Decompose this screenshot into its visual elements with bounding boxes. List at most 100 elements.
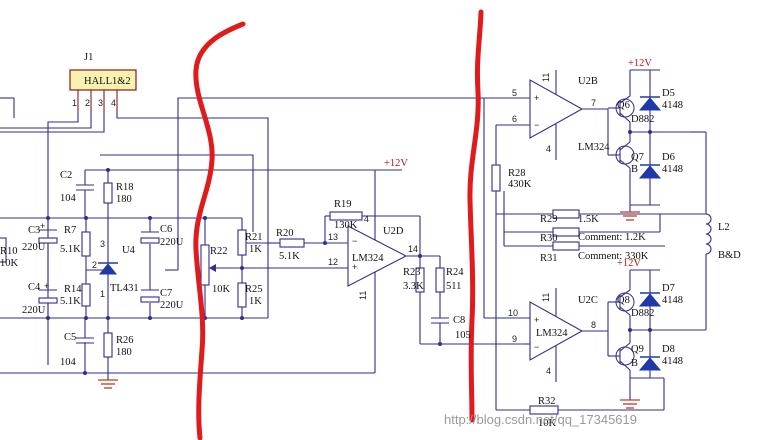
diode-d5 [638, 70, 662, 132]
c4-value: 220U [22, 305, 46, 316]
r30-value: Comment: 1.2K [578, 232, 646, 243]
d6-value: 4148 [662, 164, 683, 175]
connector-j1-body [69, 69, 137, 91]
red-divider-right [467, 9, 484, 423]
capacitor-c7 [140, 289, 160, 303]
d8-value: 4148 [662, 356, 683, 367]
u2b-pin-11: 11 [541, 73, 551, 82]
capacitor-c2 [76, 184, 94, 191]
u2b-pin-7: 7 [591, 98, 596, 108]
d7-ref: D7 [662, 283, 675, 294]
q8-ref: Q8 [617, 295, 630, 306]
u2d-pin-14: 14 [408, 244, 418, 254]
u2d-ref: U2D [383, 226, 404, 237]
u2b-pin-5: 5 [512, 88, 517, 98]
r30-ref: R30 [540, 233, 558, 244]
ground-symbol-top-right [620, 205, 640, 221]
r29-value: 1.5K [578, 214, 599, 225]
u4-value: TL431 [110, 283, 139, 294]
u2d-pin-13: 13 [328, 232, 338, 242]
resistor-r10 [0, 237, 7, 263]
c7-ref: C7 [160, 288, 172, 299]
red-divider-left [193, 21, 246, 440]
capacitor-c6 [140, 231, 160, 244]
r21-ref: R21 [245, 232, 263, 243]
r14-ref: R14 [64, 284, 82, 295]
resistor-r24 [435, 267, 445, 293]
d5-ref: D5 [662, 88, 675, 99]
connector-ref: J1 [84, 52, 93, 63]
r23-value: 3.3K [403, 281, 424, 292]
c5-value: 104 [60, 357, 77, 368]
resistor-r7 [81, 231, 91, 257]
u2d-pin-4: 4 [364, 214, 369, 224]
r22-value: 10K [212, 284, 231, 295]
r25-ref: R25 [245, 284, 263, 295]
r26-ref: R26 [116, 335, 134, 346]
r7-ref: R7 [64, 225, 76, 236]
capacitor-c4: + [38, 281, 58, 304]
svg-text:+: + [40, 221, 45, 231]
c3-value: 220U [22, 242, 46, 253]
c8-ref: C8 [453, 315, 465, 326]
r10-ref: R10 [0, 246, 18, 257]
connector-pin-1: 1 [72, 98, 77, 108]
r24-value: 511 [446, 281, 461, 292]
q9-value: B [631, 358, 638, 369]
diode-d8 [638, 330, 662, 378]
r29-ref: R29 [540, 214, 558, 225]
capacitor-c8 [431, 317, 449, 324]
svg-text:+: + [44, 281, 49, 291]
svg-text:−: − [352, 236, 357, 246]
opamp-u2d: − + [347, 170, 408, 290]
diode-d6 [638, 132, 662, 205]
u2c-value: LM324 [536, 328, 568, 339]
connector-pin-3: 3 [98, 98, 103, 108]
svg-text:+: + [534, 315, 539, 325]
transistor-q8 [608, 289, 635, 316]
c2-value: 104 [60, 193, 77, 204]
u4-pin-2: 2 [92, 260, 97, 270]
d7-value: 4148 [662, 295, 683, 306]
r31-ref: R31 [540, 253, 558, 264]
u4-pin-1: 1 [100, 289, 105, 299]
resistor-r25 [237, 282, 247, 308]
supply-label-top-right: +12V [628, 58, 652, 69]
q7-ref: Q7 [631, 152, 644, 163]
u2d-pin-11: 11 [358, 291, 368, 300]
u2d-value: LM324 [352, 253, 384, 264]
l2-ref: L2 [718, 222, 730, 233]
d8-ref: D8 [662, 344, 675, 355]
c2-ref: C2 [60, 170, 72, 181]
r32-value: 10K [538, 418, 557, 429]
q6-ref: Q6 [617, 100, 630, 111]
watermark-text: http://blog.csdn.net/qq_17345619 [444, 412, 637, 427]
u2b-value: LM324 [578, 142, 610, 153]
diode-d7 [638, 270, 662, 330]
regulator-u4 [98, 254, 118, 280]
svg-text:+: + [352, 262, 357, 272]
svg-text:−: − [534, 120, 539, 130]
u2c-pin-10: 10 [508, 308, 518, 318]
r19-value: 130K [334, 220, 358, 231]
u4-ref: U4 [122, 245, 136, 256]
inductor-l2 [690, 131, 712, 330]
r32-ref: R32 [538, 396, 556, 407]
connector-pin-2: 2 [85, 98, 90, 108]
r18-value: 180 [116, 194, 132, 205]
l2-value: B&D [718, 250, 741, 261]
q8-value: D882 [631, 308, 654, 319]
opamp-u2c: + − [529, 288, 584, 382]
ground-symbol-left [98, 373, 118, 389]
r21-value: 1K [249, 244, 262, 255]
r23-ref: R23 [403, 267, 421, 278]
u2c-pin-9: 9 [512, 334, 517, 344]
u2b-ref: U2B [578, 76, 598, 87]
resistor-r28 [491, 164, 501, 192]
c6-ref: C6 [160, 224, 172, 235]
resistor-r21 [237, 229, 247, 256]
q9-ref: Q9 [631, 344, 644, 355]
r24-ref: R24 [446, 267, 464, 278]
c3-ref: C3 [28, 225, 40, 236]
